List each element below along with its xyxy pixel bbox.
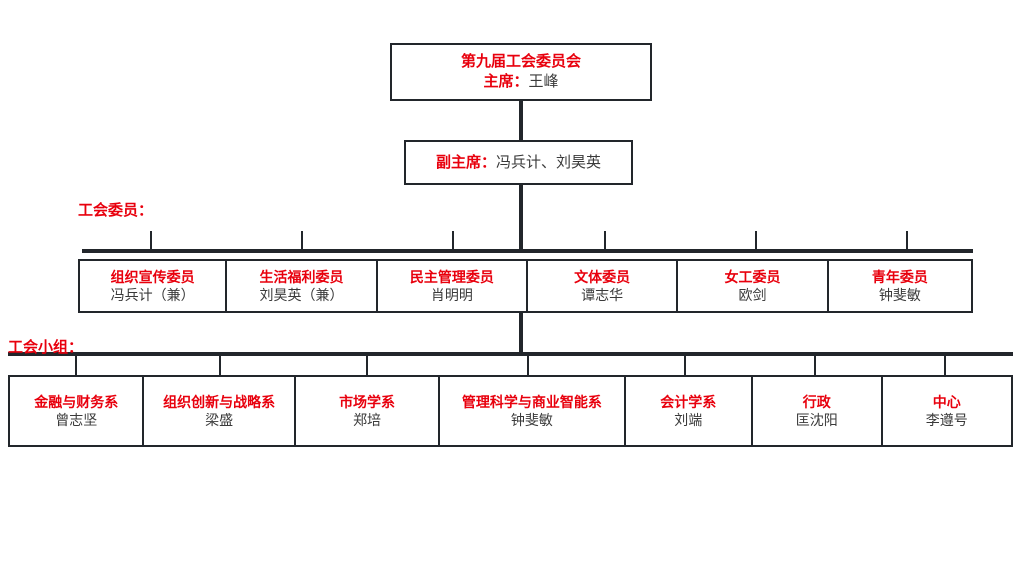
union-group-bus [8,352,1013,356]
union-group-title: 金融与财务系 [34,393,119,410]
committee-member-cell: 生活福利委员 刘昊英（兼） [227,261,378,311]
connector-top-to-vice [519,101,523,140]
committee-drop-4 [604,231,606,251]
union-group-drop-1 [75,352,77,375]
union-groups-row: 金融与财务系 曾志坚 组织创新与战略系 梁盛 市场学系 郑培 管理科学与商业智能… [8,375,1013,447]
vice-chair-line: 副主席：冯兵计、刘昊英 [436,153,601,173]
union-group-cell: 组织创新与战略系 梁盛 [144,377,296,445]
committee-member-title: 文体委员 [574,268,631,285]
union-group-name: 梁盛 [205,412,234,428]
union-group-name: 郑培 [353,412,382,428]
union-group-title: 会计学系 [660,393,717,410]
union-group-title: 管理科学与商业智能系 [461,393,602,410]
top-committee-title: 第九届工会委员会 [460,53,581,71]
committee-member-title: 女工委员 [724,268,781,285]
union-group-cell: 行政 匡沈阳 [753,377,883,445]
union-group-name: 钟斐敏 [510,412,553,428]
committee-drop-3 [452,231,454,251]
committee-member-title: 民主管理委员 [409,268,494,285]
vice-chair-role-label: 副主席： [435,153,496,171]
union-group-cell: 金融与财务系 曾志坚 [10,377,145,445]
label-union-groups: 工会小组： [8,339,84,356]
union-group-title: 市场学系 [339,393,396,410]
committee-member-name: 冯兵计（兼） [110,287,195,303]
committee-member-name: 谭志华 [581,287,624,303]
committee-member-name: 欧剑 [738,287,767,303]
chair-name: 王峰 [528,73,559,90]
union-group-name: 刘端 [674,412,703,428]
committee-member-cell: 青年委员 钟斐敏 [829,261,971,311]
union-group-cell: 会计学系 刘端 [626,377,754,445]
union-group-cell: 管理科学与商业智能系 钟斐敏 [440,377,626,445]
union-group-title: 行政 [802,393,831,410]
union-group-drop-4 [527,352,529,375]
label-committee-members: 工会委员： [78,202,154,219]
committee-drop-5 [755,231,757,251]
union-group-name: 李遵号 [925,412,968,428]
committee-member-name: 刘昊英（兼） [259,287,344,303]
committee-member-name: 钟斐敏 [878,287,921,303]
union-group-drop-6 [814,352,816,375]
committee-member-title: 生活福利委员 [259,268,344,285]
committee-member-cell: 女工委员 欧剑 [678,261,829,311]
union-group-title: 中心 [932,393,961,410]
union-group-name: 匡沈阳 [795,412,838,428]
committee-drop-1 [150,231,152,251]
union-group-drop-7 [944,352,946,375]
union-group-cell: 市场学系 郑培 [296,377,441,445]
committee-member-cell: 民主管理委员 肖明明 [378,261,528,311]
committee-member-title: 组织宣传委员 [110,268,195,285]
committee-member-cell: 文体委员 谭志华 [528,261,679,311]
union-group-cell: 中心 李遵号 [883,377,1011,445]
committee-member-cell: 组织宣传委员 冯兵计（兼） [80,261,228,311]
committee-member-title: 青年委员 [871,268,928,285]
union-group-title: 组织创新与战略系 [163,393,276,410]
committee-drop-2 [301,231,303,251]
committee-bus [82,249,973,253]
committee-member-name: 肖明明 [430,287,473,303]
union-group-drop-3 [366,352,368,375]
top-committee-box: 第九届工会委员会 主席：王峰 [390,43,652,101]
committee-members-row: 组织宣传委员 冯兵计（兼） 生活福利委员 刘昊英（兼） 民主管理委员 肖明明 文… [78,259,973,313]
union-group-drop-2 [219,352,221,375]
union-group-name: 曾志坚 [55,412,98,428]
union-group-drop-5 [684,352,686,375]
chair-role-label: 主席： [483,73,529,90]
connector-vice-to-committee-bus [519,185,523,251]
vice-chair-names: 冯兵计、刘昊英 [496,153,602,171]
vice-chair-box: 副主席：冯兵计、刘昊英 [404,140,633,185]
committee-drop-6 [906,231,908,251]
top-committee-chair: 主席：王峰 [483,72,558,92]
